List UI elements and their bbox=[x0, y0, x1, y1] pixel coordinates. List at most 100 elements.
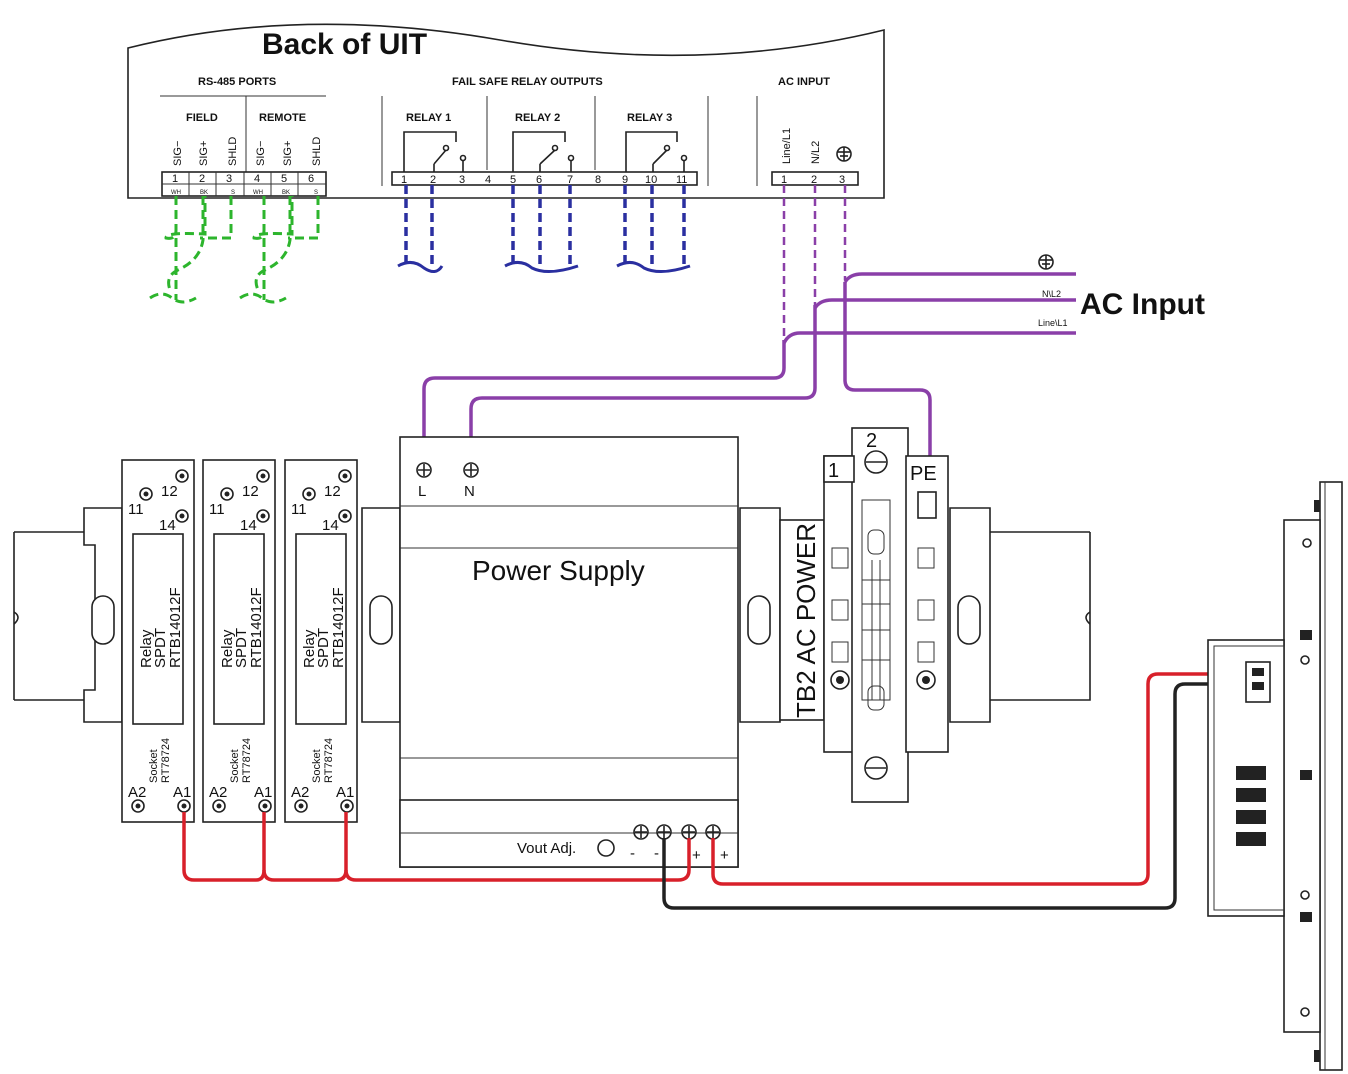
relay-terminal-14: 14 bbox=[322, 517, 339, 534]
ac-neutral-label: N/L2 bbox=[810, 141, 822, 164]
relay-module-3: 12 11 14 Relay SPDT RTB14012F Socket RT7… bbox=[284, 459, 358, 823]
relay-terminal-a2: A2 bbox=[209, 784, 227, 801]
rs485-signal: SIG− bbox=[172, 141, 184, 166]
socket-label: Socket bbox=[148, 749, 160, 783]
socket-part-number: RT78724 bbox=[160, 738, 172, 783]
tb2-pe-terminal: PE bbox=[910, 463, 937, 485]
relay-module-1: 12 11 14 Relay SPDT RTB14012F Socket RT7… bbox=[121, 459, 195, 823]
wire-color-code: S bbox=[231, 190, 235, 196]
ac-input-wires bbox=[422, 185, 1076, 505]
tb2-terminal-2: 2 bbox=[866, 430, 877, 452]
ac-input-title: AC Input bbox=[1080, 288, 1205, 321]
relay-output-wires bbox=[397, 185, 691, 273]
dc-wiring bbox=[182, 672, 1254, 910]
relay-terminal-a1: A1 bbox=[336, 784, 354, 801]
rs485-pin: 4 bbox=[254, 173, 260, 185]
rs485-field-wires bbox=[149, 196, 233, 304]
uit-back-panel: Back of UIT RS-485 PORTS FIELD REMOTE SI… bbox=[127, 23, 885, 199]
relay-contact-symbols bbox=[403, 131, 688, 172]
relay-terminal-a2: A2 bbox=[291, 784, 309, 801]
rs485-signal: SIG− bbox=[255, 141, 267, 166]
rs485-signal: SHLD bbox=[311, 137, 323, 166]
relay-part-number: RTB14012F bbox=[248, 587, 265, 668]
relay-type-label: Relay bbox=[301, 629, 318, 668]
ac-pin: 3 bbox=[839, 174, 845, 186]
rs485-pin: 6 bbox=[308, 173, 314, 185]
relay-terminal-a1: A1 bbox=[173, 784, 191, 801]
rs485-pin: 3 bbox=[226, 173, 232, 185]
display-unit-side-view bbox=[1207, 481, 1343, 1071]
relay-terminal-14: 14 bbox=[240, 517, 257, 534]
relay-pin: 6 bbox=[536, 174, 542, 186]
ps-output-terminal: + bbox=[692, 847, 701, 864]
ps-output-terminal: + bbox=[720, 847, 729, 864]
neutral-wire-label: N\L2 bbox=[1042, 289, 1061, 299]
power-connector bbox=[1245, 661, 1271, 703]
relay-pin: 8 bbox=[595, 174, 601, 186]
ac-pin: 1 bbox=[781, 174, 787, 186]
relay2-label: RELAY 2 bbox=[515, 112, 560, 124]
relay-pin: 11 bbox=[676, 174, 687, 186]
relay3-label: RELAY 3 bbox=[627, 112, 672, 124]
ac-header: AC INPUT bbox=[778, 76, 830, 88]
socket-part-number: RT78724 bbox=[323, 738, 335, 783]
uit-title: Back of UIT bbox=[262, 28, 427, 61]
relay-contact-label: SPDT bbox=[233, 628, 250, 668]
ps-output-terminal: - bbox=[630, 845, 635, 862]
rs485-remote-wires bbox=[239, 196, 320, 304]
wire-color-code: BK bbox=[282, 190, 290, 196]
line-wire-label: Line\L1 bbox=[1038, 318, 1068, 328]
ac-pin: 2 bbox=[811, 174, 817, 186]
relay-pin: 7 bbox=[567, 174, 573, 186]
relay-module-2: 12 11 14 Relay SPDT RTB14012F Socket RT7… bbox=[202, 459, 276, 823]
tb2-terminal-block: TB2 AC POWER 1 2 PE bbox=[779, 427, 949, 803]
rs485-header: RS-485 PORTS bbox=[198, 76, 276, 88]
relay-header: FAIL SAFE RELAY OUTPUTS bbox=[452, 76, 603, 88]
relay-contact-label: SPDT bbox=[315, 628, 332, 668]
field-label: FIELD bbox=[186, 112, 218, 124]
ac-line-label: Line/L1 bbox=[781, 128, 793, 164]
relay-pin: 4 bbox=[485, 174, 491, 186]
relay-pin: 3 bbox=[459, 174, 465, 186]
socket-label: Socket bbox=[229, 749, 241, 783]
relay-terminal-strip bbox=[391, 171, 698, 186]
ground-icon bbox=[836, 146, 852, 162]
relay-terminal-11: 11 bbox=[128, 501, 144, 518]
rs485-signal: SIG+ bbox=[282, 141, 294, 166]
relay-part-number: RTB14012F bbox=[330, 587, 347, 668]
relay-pin: 5 bbox=[510, 174, 516, 186]
wire-color-code: S bbox=[314, 190, 318, 196]
relay-type-label: Relay bbox=[219, 629, 236, 668]
wire-color-code: WH bbox=[253, 190, 263, 196]
rs485-pin: 2 bbox=[199, 173, 205, 185]
ground-icon bbox=[1038, 254, 1054, 270]
wire-color-code: BK bbox=[200, 190, 208, 196]
power-supply: Power Supply L N Vout Adj. - - + + bbox=[399, 436, 739, 868]
power-supply-title: Power Supply bbox=[472, 555, 645, 586]
ps-l-terminal: L bbox=[418, 483, 426, 500]
io-ports bbox=[1236, 766, 1266, 846]
wire-color-code: WH bbox=[171, 190, 181, 196]
relay-terminal-11: 11 bbox=[209, 501, 225, 518]
relay-terminal-12: 12 bbox=[161, 483, 178, 500]
relay-type-label: Relay bbox=[138, 629, 155, 668]
vout-adj-potentiometer[interactable] bbox=[597, 839, 615, 857]
din-rail bbox=[13, 507, 1091, 723]
relay-part-number: RTB14012F bbox=[167, 587, 184, 668]
relay-terminal-12: 12 bbox=[324, 483, 341, 500]
relay-terminal-a2: A2 bbox=[128, 784, 146, 801]
relay-pin: 1 bbox=[401, 174, 407, 186]
rs485-pin: 1 bbox=[172, 173, 178, 185]
relay-pin: 2 bbox=[430, 174, 436, 186]
tb2-terminal-1: 1 bbox=[828, 460, 839, 482]
socket-label: Socket bbox=[311, 749, 323, 783]
rs485-signal: SIG+ bbox=[198, 141, 210, 166]
relay-pin: 9 bbox=[622, 174, 628, 186]
rs485-pin: 5 bbox=[281, 173, 287, 185]
relay-pin: 10 bbox=[645, 174, 657, 186]
relay1-label: RELAY 1 bbox=[406, 112, 451, 124]
relay-terminal-14: 14 bbox=[159, 517, 176, 534]
remote-label: REMOTE bbox=[259, 112, 306, 124]
ps-output-terminal: - bbox=[654, 845, 659, 862]
